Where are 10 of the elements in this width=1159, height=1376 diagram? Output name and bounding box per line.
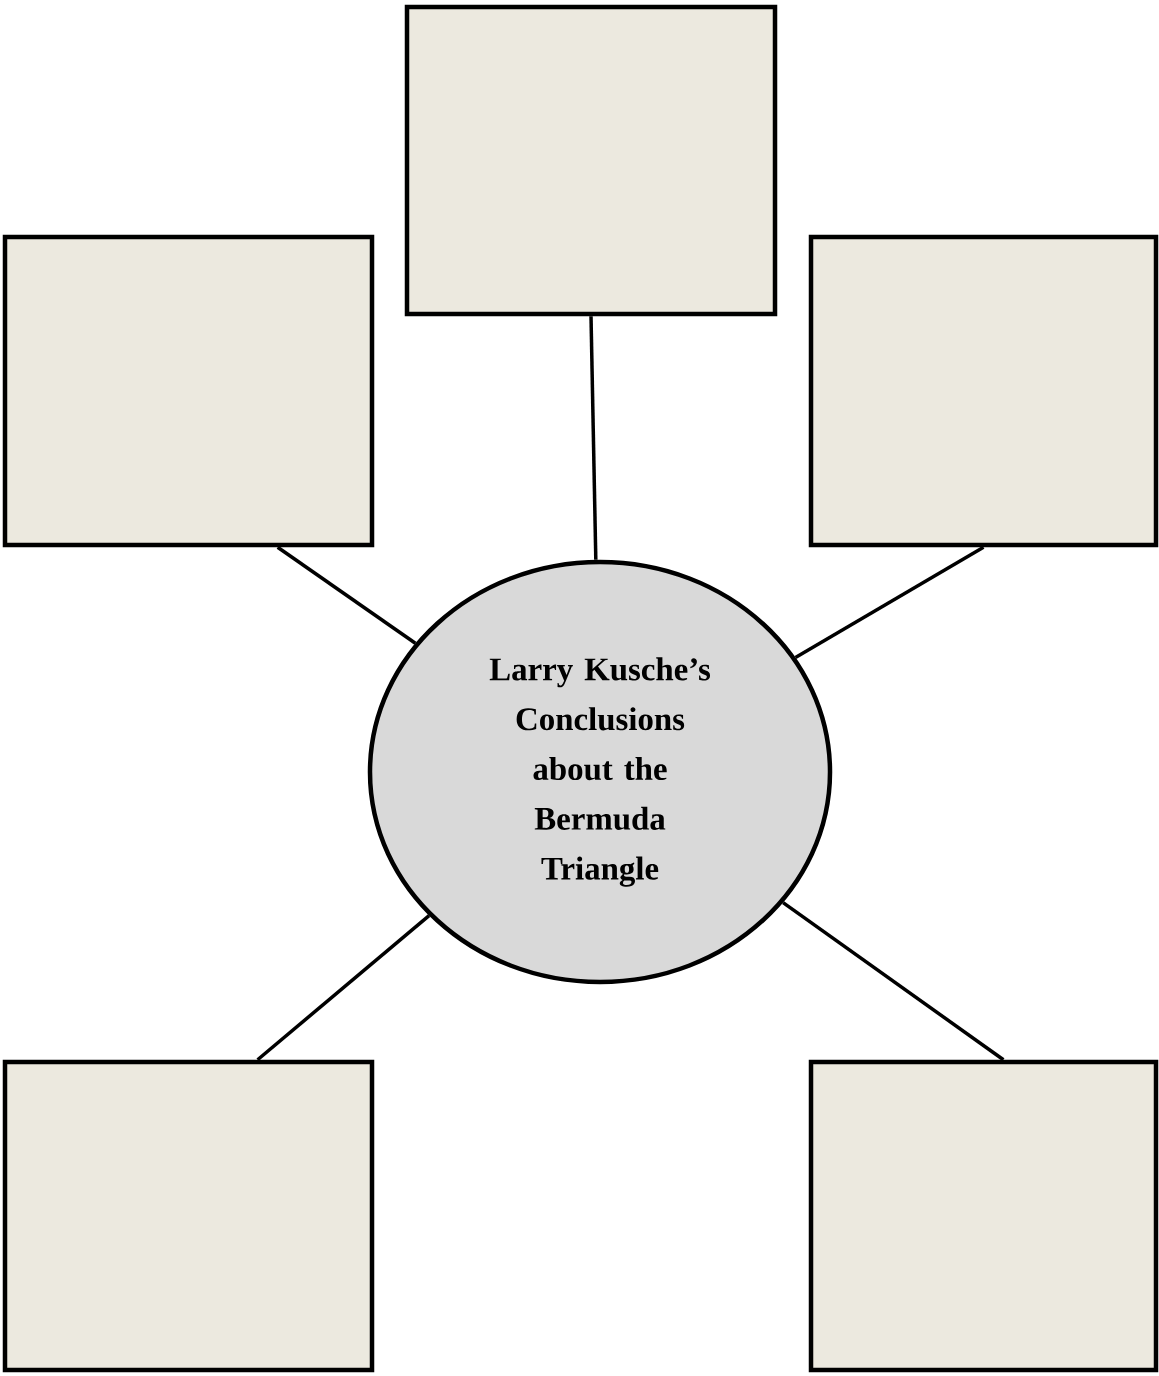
empty-box [2, 234, 375, 548]
connector-line [589, 316, 598, 560]
connector-line [256, 914, 431, 1062]
empty-box [404, 4, 778, 317]
connector-line [782, 901, 1005, 1062]
connector-line [276, 545, 417, 645]
connector-line [794, 545, 985, 659]
empty-box [2, 1059, 375, 1373]
empty-box [808, 234, 1159, 548]
empty-box [808, 1059, 1159, 1373]
